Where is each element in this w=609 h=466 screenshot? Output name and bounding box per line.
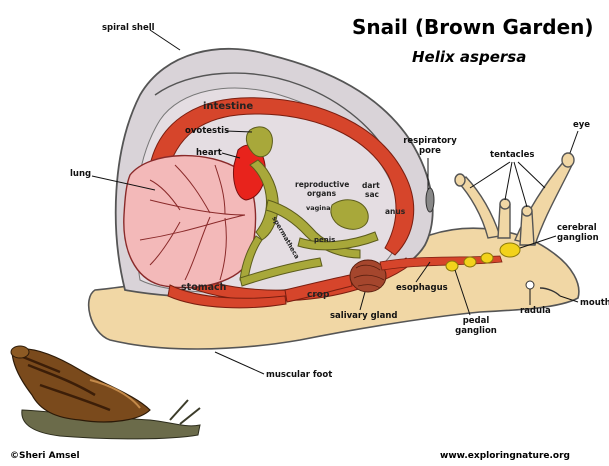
label-heart: heart	[196, 148, 222, 158]
pedal-ganglion	[446, 261, 458, 271]
label-vagina: vagina	[306, 204, 331, 212]
leader-muscular-foot	[215, 352, 264, 374]
small-tentacle-1	[498, 205, 510, 238]
label-respiratory-1: respiratory	[403, 136, 457, 146]
leader-eye	[570, 131, 578, 153]
label-eye: eye	[573, 120, 590, 130]
label-reproductive-1: reproductive	[295, 180, 349, 189]
label-salivary-gland: salivary gland	[330, 311, 397, 321]
credit-website: www.exploringnature.org	[440, 451, 570, 461]
tentacle-tip-1	[562, 153, 574, 167]
label-intestine: intestine	[203, 101, 253, 112]
leader-spiral-shell	[150, 30, 180, 50]
label-sac: sac	[365, 190, 379, 199]
label-esophagus: esophagus	[396, 283, 448, 293]
respiratory-pore	[426, 188, 434, 212]
label-mouth: mouth	[580, 298, 609, 308]
label-respiratory-2: pore	[419, 146, 441, 156]
label-cerebral-1: cerebral	[557, 223, 597, 233]
label-pedal-1: pedal	[463, 316, 490, 326]
label-cerebral-2: ganglion	[557, 233, 599, 243]
diagram-subtitle: Helix aspersa	[412, 48, 526, 66]
label-lung: lung	[70, 169, 91, 179]
label-muscular-foot: muscular foot	[266, 370, 332, 380]
cerebral-ganglion	[500, 243, 520, 257]
label-spiral-shell: spiral shell	[102, 23, 155, 33]
label-penis: penis	[314, 236, 335, 244]
tentacle-tip-3	[500, 199, 510, 209]
radula	[526, 281, 534, 289]
tentacle-tip-2	[455, 174, 465, 186]
tentacle-tip-4	[522, 206, 532, 216]
label-ovotestis: ovotestis	[185, 126, 229, 136]
label-radula: radula	[520, 306, 551, 316]
small-tentacle-2	[520, 212, 534, 245]
label-tentacles: tentacles	[490, 150, 534, 160]
label-pedal-2: ganglion	[455, 326, 497, 336]
label-stomach: stomach	[181, 282, 227, 293]
label-anus: anus	[385, 207, 406, 216]
label-dart: dart	[362, 181, 380, 190]
credit-author: ©Sheri Amsel	[10, 451, 80, 461]
label-reproductive-2: organs	[307, 189, 337, 198]
label-crop: crop	[307, 290, 330, 300]
diagram-title: Snail (Brown Garden)	[352, 15, 594, 39]
brown-snail-illustration	[11, 346, 200, 439]
